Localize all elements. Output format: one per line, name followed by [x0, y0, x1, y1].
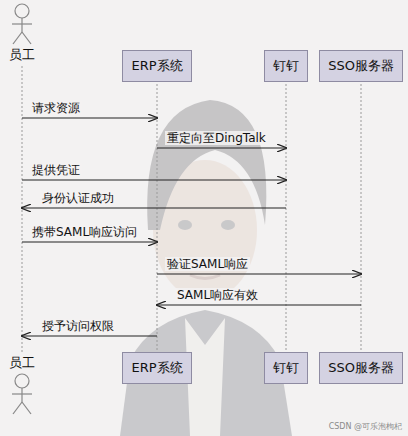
message-label: 验证SAML响应	[165, 257, 250, 271]
mouth	[190, 275, 220, 279]
participant-label: SSO服务器	[328, 359, 394, 377]
participant-label: SSO服务器	[328, 57, 394, 75]
message-arrow	[22, 117, 157, 118]
message-arrow	[157, 147, 286, 148]
participant-box: 钉钉	[264, 50, 308, 82]
participant-label: ERP系统	[131, 359, 182, 377]
actor-label: 员工	[9, 47, 35, 62]
message-label: 提供凭证	[30, 163, 82, 177]
participant-box: ERP系统	[122, 50, 192, 82]
eye	[221, 220, 235, 230]
hair	[147, 100, 266, 230]
lifeline	[157, 84, 158, 350]
lifeline	[361, 84, 362, 350]
message-label: 请求资源	[30, 101, 82, 115]
participant-box: SSO服务器	[319, 352, 403, 384]
message-label: SAML响应有效	[175, 288, 260, 302]
participant-box: ERP系统	[122, 352, 192, 384]
actor-figure	[12, 374, 32, 414]
message-arrow	[22, 179, 286, 180]
message-arrow	[157, 304, 361, 305]
participant-box: SSO服务器	[319, 50, 403, 82]
actor-figure	[12, 4, 32, 44]
actor-node: 员工	[7, 46, 37, 64]
message-label: 重定向至DingTalk	[165, 131, 268, 145]
participant-box: 钉钉	[264, 352, 308, 384]
message-arrow	[22, 241, 157, 242]
watermark: CSDN @可乐泡枸杞	[329, 421, 402, 432]
lifeline	[22, 66, 23, 352]
message-arrow	[22, 207, 286, 208]
actor-node: 员工	[7, 354, 37, 372]
message-arrow	[22, 335, 157, 336]
actor-label: 员工	[9, 355, 35, 370]
portrait	[120, 100, 292, 436]
participant-label: 钉钉	[273, 57, 299, 75]
message-label: 携带SAML响应访问	[30, 225, 139, 239]
message-label: 授予访问权限	[40, 319, 116, 333]
participant-label: ERP系统	[131, 57, 182, 75]
participant-label: 钉钉	[273, 359, 299, 377]
message-label: 身份认证成功	[40, 191, 116, 205]
message-arrow	[157, 273, 361, 274]
lifeline	[286, 84, 287, 350]
eye	[178, 220, 192, 230]
